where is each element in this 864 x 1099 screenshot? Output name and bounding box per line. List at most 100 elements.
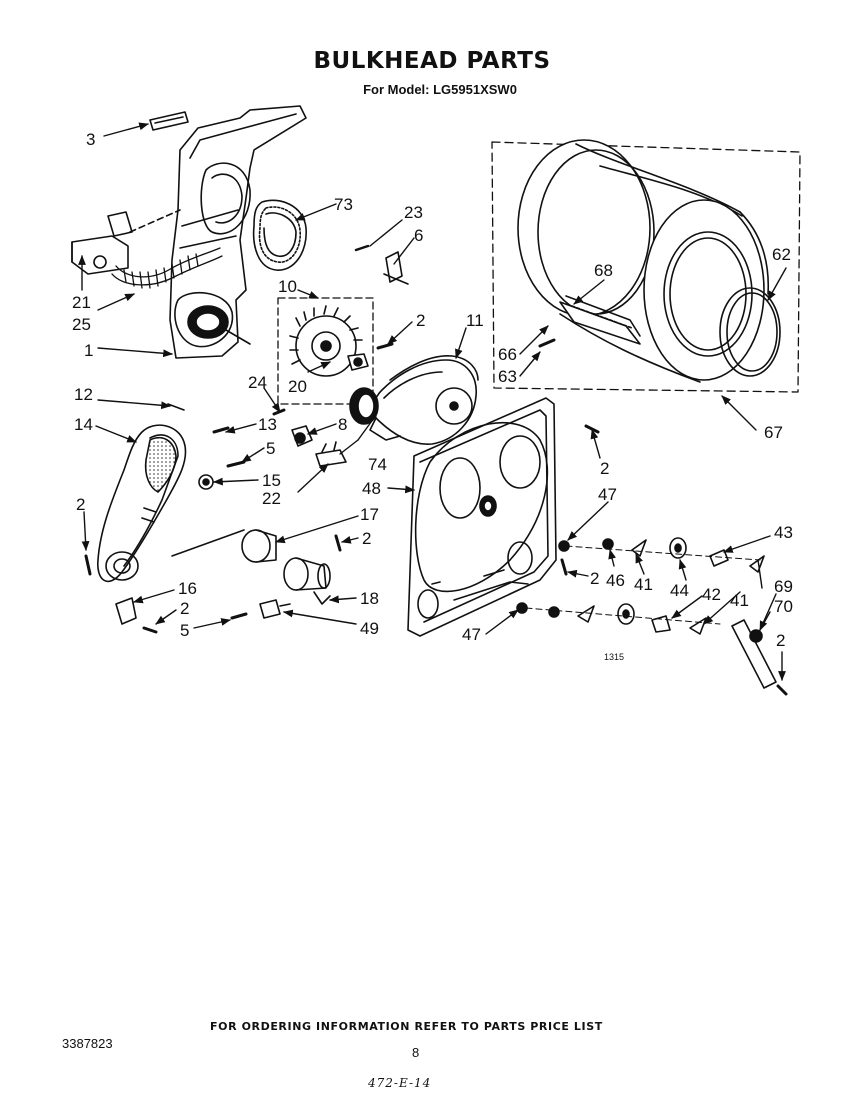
callout-13: 13 bbox=[258, 415, 277, 434]
part-73-seal bbox=[252, 199, 307, 271]
part-25-hose bbox=[111, 247, 223, 289]
callout-47-a: 47 bbox=[598, 485, 617, 504]
callout-labels: 3 73 21 25 1 10 23 6 2 11 24 20 12 13 14… bbox=[72, 130, 793, 662]
callout-66: 66 bbox=[498, 345, 517, 364]
part-5-screw-a bbox=[226, 460, 246, 468]
callout-16: 16 bbox=[178, 579, 197, 598]
callout-2-a: 2 bbox=[416, 311, 425, 330]
part-67-drum bbox=[517, 139, 770, 383]
part-2-screw-a bbox=[376, 342, 394, 350]
part-41-clip-a bbox=[631, 539, 647, 557]
part-44-roller-a bbox=[669, 537, 687, 559]
callout-2-d: 2 bbox=[180, 599, 189, 618]
callout-2-g: 2 bbox=[776, 631, 785, 650]
callout-43: 43 bbox=[774, 523, 793, 542]
ordering-note: FOR ORDERING INFORMATION REFER TO PARTS … bbox=[210, 1020, 603, 1033]
callout-3: 3 bbox=[86, 130, 95, 149]
part-20-blower-wheel bbox=[289, 305, 369, 377]
callout-11: 11 bbox=[466, 311, 484, 330]
callout-12: 12 bbox=[74, 385, 93, 404]
part-2-screw-d bbox=[334, 534, 342, 552]
part-10-group-box bbox=[277, 297, 374, 405]
document-number: 3387823 bbox=[62, 1036, 113, 1051]
callout-18: 18 bbox=[360, 589, 379, 608]
part-46-washer bbox=[602, 538, 614, 550]
callout-46: 46 bbox=[606, 571, 625, 590]
callout-63: 63 bbox=[498, 367, 517, 386]
callout-6: 6 bbox=[414, 226, 423, 245]
callout-leaders bbox=[78, 122, 787, 681]
callout-67: 67 bbox=[764, 423, 783, 442]
part-23-6-bracket bbox=[354, 244, 409, 285]
page-title: BULKHEAD PARTS bbox=[313, 48, 551, 74]
part-2-screw-c bbox=[142, 626, 158, 634]
part-2-screw-b bbox=[84, 554, 92, 576]
part-11-blower-housing bbox=[369, 355, 479, 445]
part-18-motor bbox=[283, 557, 331, 605]
part-16-bracket bbox=[115, 597, 137, 625]
part-41-clip-b bbox=[577, 605, 595, 623]
callout-15: 15 bbox=[262, 471, 281, 490]
part-nut-c bbox=[548, 606, 560, 618]
callout-20: 20 bbox=[288, 377, 307, 396]
part-69-idler-arm bbox=[731, 619, 777, 689]
part-68-baffle bbox=[559, 295, 641, 345]
model-subtitle: For Model: LG5951XSW0 bbox=[363, 82, 517, 97]
part-8-bearing bbox=[291, 425, 313, 447]
callout-10: 10 bbox=[278, 277, 297, 296]
part-3-clip bbox=[149, 111, 189, 131]
part-12-clip bbox=[167, 403, 185, 411]
part-62-seal bbox=[719, 287, 781, 377]
callout-2-f: 2 bbox=[590, 569, 599, 588]
callout-2-c: 2 bbox=[362, 529, 371, 548]
callout-22: 22 bbox=[262, 489, 281, 508]
part-49-connector bbox=[259, 599, 291, 619]
diagram-code: 1315 bbox=[604, 652, 624, 662]
part-21-thermostat bbox=[71, 209, 181, 275]
part-44-roller-b bbox=[617, 603, 635, 625]
callout-42: 42 bbox=[702, 585, 721, 604]
callout-21: 21 bbox=[72, 293, 91, 312]
callout-24: 24 bbox=[248, 373, 267, 392]
part-63-screw bbox=[538, 338, 556, 348]
callout-23: 23 bbox=[404, 203, 423, 222]
page-number: 8 bbox=[412, 1045, 420, 1060]
callout-8: 8 bbox=[338, 415, 347, 434]
callout-48: 48 bbox=[362, 479, 381, 498]
callout-2-b: 2 bbox=[76, 495, 85, 514]
callout-2-e: 2 bbox=[600, 459, 609, 478]
callout-14: 14 bbox=[74, 415, 93, 434]
part-22-sensor bbox=[315, 441, 347, 467]
callout-41-b: 41 bbox=[730, 591, 749, 610]
part-14-heater-duct bbox=[97, 424, 187, 583]
callout-5-a: 5 bbox=[266, 439, 275, 458]
callout-1: 1 bbox=[84, 341, 93, 360]
callout-5-b: 5 bbox=[180, 621, 189, 640]
handwritten-note: 472-E-14 bbox=[368, 1076, 432, 1090]
part-41-clip-c bbox=[689, 617, 707, 635]
part-43-shaft bbox=[709, 549, 765, 573]
callout-74: 74 bbox=[368, 455, 387, 474]
part-2-screw-f bbox=[560, 558, 568, 576]
part-17-component bbox=[171, 529, 277, 563]
part-48-bulkhead-panel bbox=[407, 397, 557, 637]
part-2-screw-g bbox=[776, 684, 788, 696]
callout-73: 73 bbox=[334, 195, 353, 214]
callout-68: 68 bbox=[594, 261, 613, 280]
callout-70: 70 bbox=[774, 597, 793, 616]
part-5-screw-b bbox=[230, 612, 248, 620]
drum-box bbox=[491, 141, 801, 393]
callout-62: 62 bbox=[772, 245, 791, 264]
callout-69: 69 bbox=[774, 577, 793, 596]
callout-49: 49 bbox=[360, 619, 379, 638]
part-15-nut bbox=[198, 474, 214, 490]
part-1-rear-duct bbox=[169, 105, 307, 359]
callout-47-b: 47 bbox=[462, 625, 481, 644]
part-74-gasket bbox=[349, 387, 379, 425]
callout-41-a: 41 bbox=[634, 575, 653, 594]
part-42-shaft bbox=[651, 615, 671, 633]
callout-25: 25 bbox=[72, 315, 91, 334]
callout-44: 44 bbox=[670, 581, 689, 600]
callout-17: 17 bbox=[360, 505, 379, 524]
